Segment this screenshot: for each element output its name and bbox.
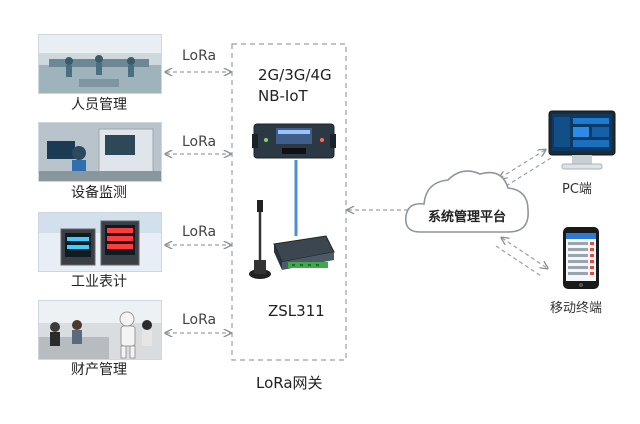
gateway-title: LoRa网关 <box>256 374 323 392</box>
equipment-monitoring-photo <box>38 122 162 182</box>
smartphone-icon <box>563 227 599 289</box>
device-label-1: 人员管理 <box>71 97 127 113</box>
platform-mobile-link <box>502 238 547 268</box>
device-label-3: 工业表计 <box>71 274 127 290</box>
lora-label-1: LoRa <box>182 48 217 64</box>
asset-management-photo <box>38 300 162 360</box>
gateway-boundary <box>231 43 347 361</box>
factory-workers-photo <box>38 34 162 94</box>
cloud-icon <box>404 170 529 233</box>
lora-label-2: LoRa <box>182 134 217 150</box>
platform-mobile-link-2 <box>495 245 542 277</box>
lora-label-3: LoRa <box>182 224 217 240</box>
mobile-label: 移动终端 <box>550 301 603 316</box>
uplink-label-1: 2G/3G/4G <box>258 66 332 84</box>
platform-pc-link <box>500 150 545 178</box>
lora-label-4: LoRa <box>182 312 217 328</box>
device-label-2: 设备监测 <box>71 185 127 201</box>
modem-device-icon <box>252 123 336 159</box>
lora-gateway-device-icon <box>249 200 335 279</box>
gateway-model: ZSL311 <box>268 302 325 320</box>
uplink-label-2: NB-IoT <box>258 87 308 105</box>
platform-pc-link-2 <box>505 157 552 187</box>
pc-monitor-icon <box>548 110 616 170</box>
industrial-meter-photo <box>38 212 162 272</box>
device-label-4: 财产管理 <box>71 362 127 378</box>
pc-label: PC端 <box>562 182 592 197</box>
platform-label: 系统管理平台 <box>428 210 507 225</box>
